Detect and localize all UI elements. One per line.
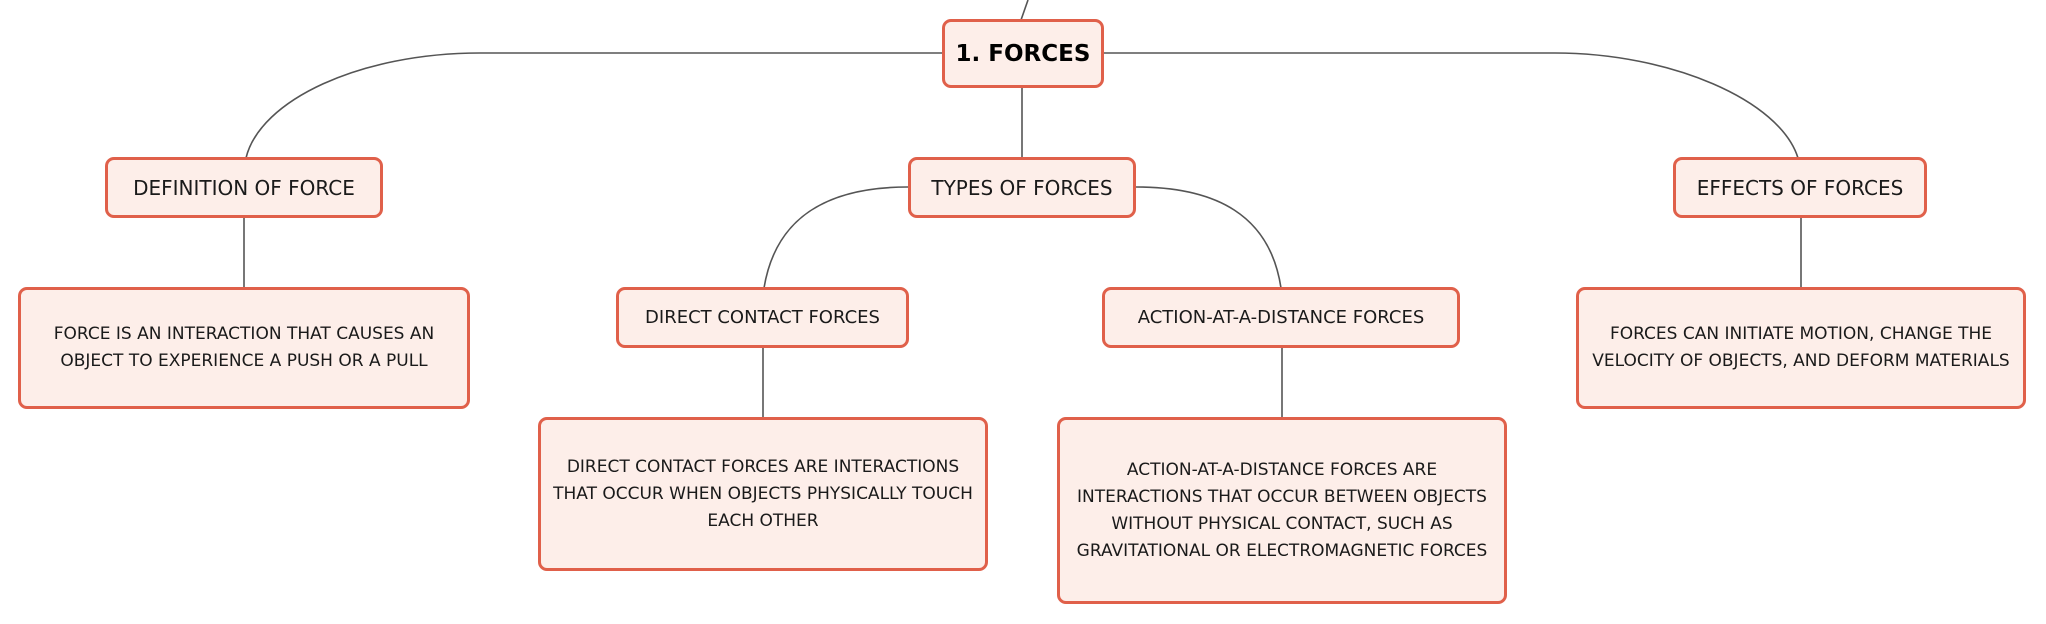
node-definition-of-force[interactable]: DEFINITION OF FORCE (105, 157, 383, 218)
connector-parent-top (1020, 0, 1029, 21)
node-action-at-a-distance-forces[interactable]: ACTION-AT-A-DISTANCE FORCES (1102, 287, 1460, 348)
node-effects-of-forces[interactable]: EFFECTS OF FORCES (1673, 157, 1927, 218)
detail-effects-of-forces-text: FORCES CAN INITIATE MOTION, CHANGE THE V… (1592, 324, 2010, 371)
node-definition-of-force-label: DEFINITION OF FORCE (133, 175, 355, 200)
detail-definition-of-force-text: FORCE IS AN INTERACTION THAT CAUSES AN O… (53, 324, 435, 371)
connector-root-effects (1103, 52, 1799, 159)
detail-direct-contact-forces[interactable]: DIRECT CONTACT FORCES ARE INTERACTIONS T… (538, 417, 988, 571)
detail-definition-of-force[interactable]: FORCE IS AN INTERACTION THAT CAUSES AN O… (18, 287, 470, 409)
node-effects-of-forces-label: EFFECTS OF FORCES (1696, 175, 1904, 200)
node-direct-contact-forces-label: DIRECT CONTACT FORCES (645, 307, 880, 328)
node-action-at-a-distance-forces-label: ACTION-AT-A-DISTANCE FORCES (1137, 307, 1425, 328)
detail-effects-of-forces[interactable]: FORCES CAN INITIATE MOTION, CHANGE THE V… (1576, 287, 2026, 409)
connector-types-contact (763, 186, 909, 289)
detail-direct-contact-forces-text: DIRECT CONTACT FORCES ARE INTERACTIONS T… (553, 456, 973, 531)
detail-action-at-a-distance-forces[interactable]: ACTION-AT-A-DISTANCE FORCES ARE INTERACT… (1057, 417, 1507, 604)
root-node-label: 1. FORCES (955, 40, 1091, 67)
root-node[interactable]: 1. FORCES (942, 19, 1104, 88)
node-types-of-forces[interactable]: TYPES OF FORCES (908, 157, 1136, 218)
connector-root-definition (245, 52, 944, 159)
node-types-of-forces-label: TYPES OF FORCES (931, 175, 1113, 200)
connector-types-distance (1135, 186, 1282, 289)
node-direct-contact-forces[interactable]: DIRECT CONTACT FORCES (616, 287, 909, 348)
detail-action-at-a-distance-forces-text: ACTION-AT-A-DISTANCE FORCES ARE INTERACT… (1076, 459, 1488, 561)
